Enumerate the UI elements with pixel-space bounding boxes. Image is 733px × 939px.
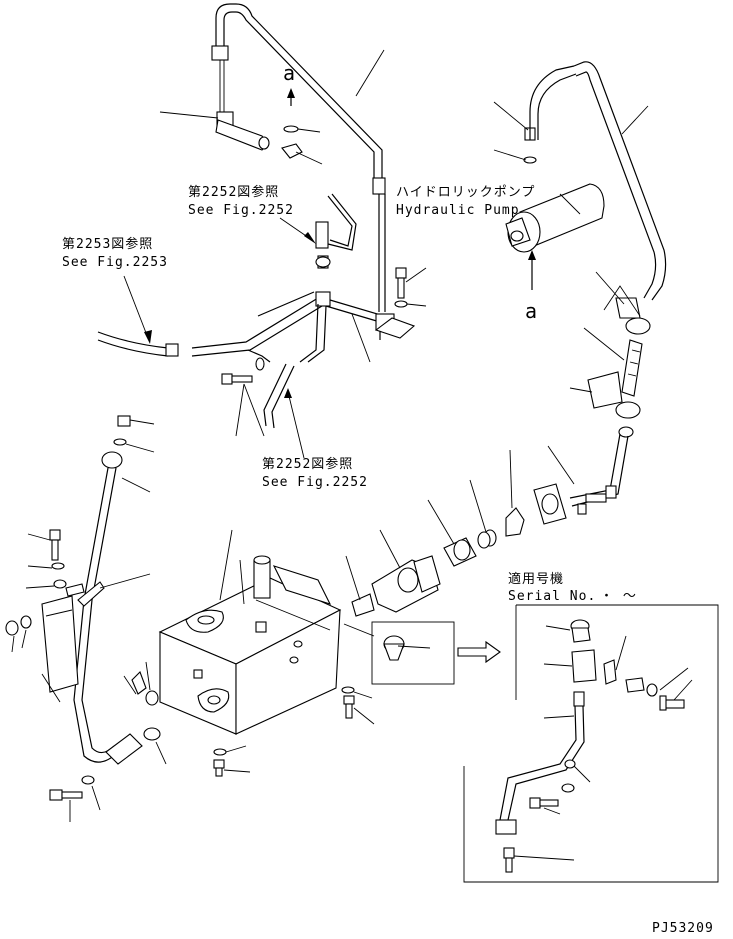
hose-clamp-cluster <box>569 271 651 419</box>
left-bracket-hardware <box>5 529 101 822</box>
ref-2252-top-en: See Fig.2252 <box>188 203 294 218</box>
ref-2252-mid-en: See Fig.2252 <box>262 475 368 490</box>
marker-a-top: a <box>283 61 295 106</box>
strainer-assembly <box>345 449 525 617</box>
hydraulic-tank <box>158 529 342 735</box>
left-return-pipe <box>73 415 155 765</box>
sensor-detail-box <box>343 621 501 685</box>
serial-range: ・ ～ <box>600 589 637 604</box>
serial-inset-box <box>463 604 719 883</box>
ref-2253-en: See Fig.2253 <box>62 255 168 270</box>
pump-fitting <box>493 65 577 164</box>
top-return-pipe <box>211 3 386 312</box>
serial-label-jp: 適用号機 <box>508 571 564 587</box>
elbow-fitting-left <box>159 60 270 151</box>
hydraulic-pump <box>505 183 605 253</box>
suction-elbow-flange <box>533 426 634 525</box>
pump-label-jp: ハイドロリックポンプ <box>396 185 535 200</box>
bolt-hose-center <box>221 357 295 437</box>
ref-2252-top-jp: 第2252図参照 <box>188 184 279 200</box>
marker-a-top-label: a <box>283 61 295 85</box>
marker-a-right: a <box>525 250 537 323</box>
pump-label-en: Hydraulic Pump <box>396 203 520 218</box>
bolt-center-right <box>394 267 427 308</box>
drawing-code: PJ53209 <box>652 921 714 936</box>
tee-fitting-center <box>315 193 357 269</box>
ref-2253-jp: 第2253図参照 <box>62 236 153 252</box>
serial-label-en: Serial No. <box>508 589 596 604</box>
cross-tube-assembly <box>97 291 416 363</box>
ref-2252-mid-jp: 第2252図参照 <box>262 456 353 472</box>
suction-hose-right <box>573 61 667 301</box>
marker-a-right-label: a <box>525 299 537 323</box>
o-ring-top <box>281 125 323 165</box>
tank-drain-plug <box>123 661 375 777</box>
